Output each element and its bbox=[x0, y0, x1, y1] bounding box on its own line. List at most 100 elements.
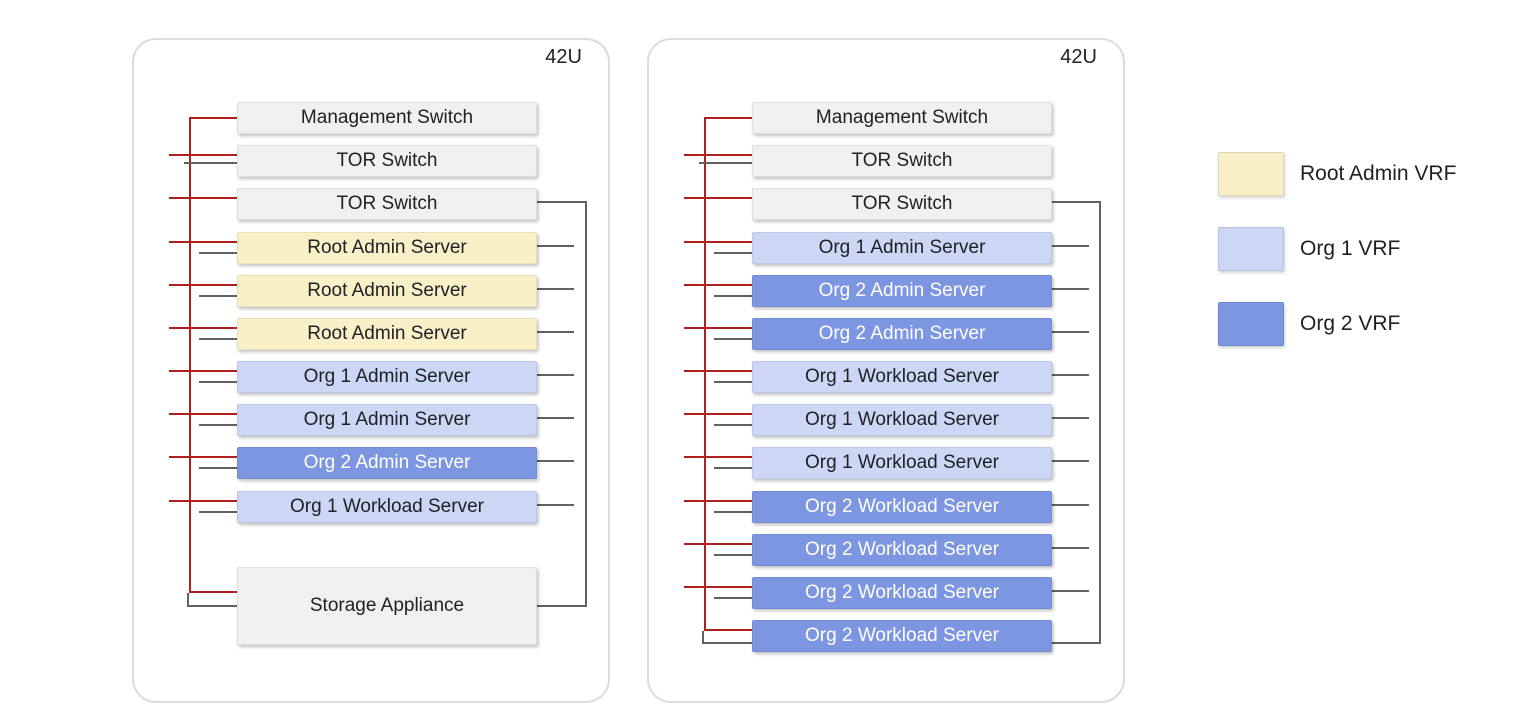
data-network-line bbox=[702, 631, 704, 644]
rack-unit-org-2-workload-server: Org 2 Workload Server bbox=[752, 620, 1052, 652]
management-network-line bbox=[169, 154, 237, 156]
management-network-line bbox=[684, 543, 752, 545]
rack-unit-label: Root Admin Server bbox=[307, 323, 467, 344]
rack-unit-management-switch: Management Switch bbox=[237, 102, 537, 134]
legend-item-org-1-vrf: Org 1 VRF bbox=[1218, 227, 1456, 271]
rack-unit-label: TOR Switch bbox=[851, 150, 953, 171]
management-network-line bbox=[169, 500, 237, 502]
data-network-line bbox=[537, 417, 574, 419]
data-network-line bbox=[537, 288, 574, 290]
management-network-line bbox=[684, 241, 752, 243]
rack-unit-org-1-admin-server: Org 1 Admin Server bbox=[237, 404, 537, 436]
rack-unit-org-2-admin-server: Org 2 Admin Server bbox=[752, 275, 1052, 307]
data-network-line bbox=[1052, 590, 1089, 592]
management-network-line bbox=[189, 117, 191, 593]
data-network-line bbox=[537, 504, 574, 506]
rack-unit-org-2-admin-server: Org 2 Admin Server bbox=[237, 447, 537, 479]
rack-unit-label: Org 2 Workload Server bbox=[805, 625, 999, 646]
management-network-line bbox=[169, 456, 237, 458]
rack-unit-label: TOR Switch bbox=[336, 193, 438, 214]
data-network-line bbox=[585, 201, 587, 607]
rack-unit-org-1-workload-server: Org 1 Workload Server bbox=[752, 447, 1052, 479]
rack-unit-label: Org 1 Workload Server bbox=[290, 496, 484, 517]
rack-unit-label: TOR Switch bbox=[851, 193, 953, 214]
management-network-line bbox=[189, 591, 237, 593]
rack-unit-org-2-workload-server: Org 2 Workload Server bbox=[752, 577, 1052, 609]
rack-unit-label: Root Admin Server bbox=[307, 280, 467, 301]
rack-unit-label: Root Admin Server bbox=[307, 237, 467, 258]
rack-unit-tor-switch: TOR Switch bbox=[752, 145, 1052, 177]
rack-unit-label: TOR Switch bbox=[336, 150, 438, 171]
data-network-line bbox=[714, 467, 752, 469]
rack-unit-label: Org 2 Admin Server bbox=[303, 452, 471, 473]
rack-unit-label: Org 1 Admin Server bbox=[303, 409, 471, 430]
management-network-line bbox=[169, 284, 237, 286]
data-network-line bbox=[1052, 547, 1089, 549]
data-network-line bbox=[1052, 460, 1089, 462]
data-network-line bbox=[714, 424, 752, 426]
rack-unit-org-1-admin-server: Org 1 Admin Server bbox=[752, 232, 1052, 264]
data-network-line bbox=[199, 338, 237, 340]
data-network-line bbox=[199, 424, 237, 426]
data-network-line bbox=[714, 252, 752, 254]
rack-unit-org-1-admin-server: Org 1 Admin Server bbox=[237, 361, 537, 393]
legend-item-root-admin-vrf: Root Admin VRF bbox=[1218, 152, 1456, 196]
rack-unit-tor-switch: TOR Switch bbox=[752, 188, 1052, 220]
rack-unit-storage-appliance: Storage Appliance bbox=[237, 567, 537, 645]
rack-unit-org-1-workload-server: Org 1 Workload Server bbox=[752, 404, 1052, 436]
rack-unit-root-admin-server: Root Admin Server bbox=[237, 318, 537, 350]
management-network-line bbox=[684, 456, 752, 458]
data-network-line bbox=[537, 201, 587, 203]
data-network-line bbox=[714, 381, 752, 383]
management-network-line bbox=[684, 413, 752, 415]
rack-unit-label: Management Switch bbox=[815, 107, 989, 128]
rack-unit-org-2-admin-server: Org 2 Admin Server bbox=[752, 318, 1052, 350]
data-network-line bbox=[537, 374, 574, 376]
management-network-line bbox=[684, 197, 752, 199]
rack-unit-label: Org 1 Workload Server bbox=[805, 409, 999, 430]
rack-unit-tor-switch: TOR Switch bbox=[237, 145, 537, 177]
data-network-line bbox=[537, 605, 585, 607]
rack-unit-label: Org 2 Workload Server bbox=[805, 496, 999, 517]
data-network-line bbox=[199, 467, 237, 469]
data-network-line bbox=[1052, 504, 1089, 506]
data-network-line bbox=[714, 554, 752, 556]
data-network-line bbox=[537, 245, 574, 247]
management-network-line bbox=[169, 370, 237, 372]
legend-swatch-org1 bbox=[1218, 227, 1284, 271]
data-network-line bbox=[537, 331, 574, 333]
data-network-line bbox=[714, 338, 752, 340]
data-network-line bbox=[199, 252, 237, 254]
management-network-line bbox=[169, 241, 237, 243]
rack-capacity-label: 42U bbox=[545, 46, 582, 68]
management-network-line bbox=[684, 284, 752, 286]
rack-unit-org-2-workload-server: Org 2 Workload Server bbox=[752, 491, 1052, 523]
data-network-line bbox=[199, 511, 237, 513]
data-network-line bbox=[187, 605, 237, 607]
rack-unit-label: Org 1 Workload Server bbox=[805, 452, 999, 473]
data-network-line bbox=[199, 295, 237, 297]
data-network-line bbox=[199, 381, 237, 383]
data-network-line bbox=[1099, 201, 1101, 644]
data-network-line bbox=[1052, 201, 1101, 203]
management-network-line bbox=[684, 154, 752, 156]
rack-unit-label: Org 1 Admin Server bbox=[818, 237, 986, 258]
management-network-line bbox=[684, 370, 752, 372]
data-network-line bbox=[714, 597, 752, 599]
rack-unit-management-switch: Management Switch bbox=[752, 102, 1052, 134]
legend-label: Root Admin VRF bbox=[1300, 162, 1457, 185]
data-network-line bbox=[1052, 245, 1089, 247]
data-network-line bbox=[699, 162, 752, 164]
management-network-line bbox=[169, 413, 237, 415]
management-network-line bbox=[684, 586, 752, 588]
data-network-line bbox=[1052, 642, 1099, 644]
data-network-line bbox=[714, 295, 752, 297]
management-network-line bbox=[189, 117, 237, 119]
rack-unit-org-2-workload-server: Org 2 Workload Server bbox=[752, 534, 1052, 566]
data-network-line bbox=[187, 593, 189, 607]
rack-unit-org-1-workload-server: Org 1 Workload Server bbox=[237, 491, 537, 523]
rack-unit-label: Org 1 Admin Server bbox=[303, 366, 471, 387]
